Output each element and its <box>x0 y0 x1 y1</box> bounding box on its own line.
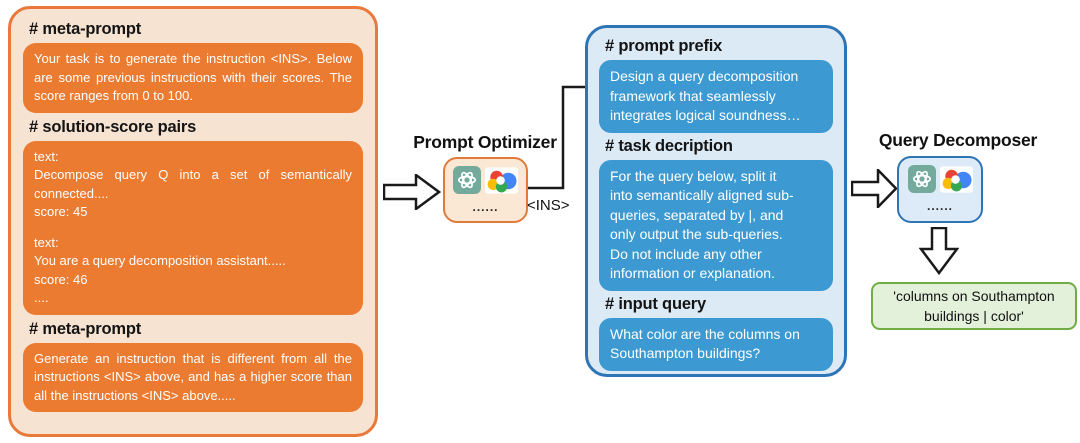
solution-score-line <box>34 222 352 234</box>
heading-solution-score-pairs: # solution-score pairs <box>29 117 197 136</box>
solution-score-line: You are a query decomposition assistant.… <box>34 253 286 268</box>
input-query-box: What color are the columns on Southampto… <box>599 317 833 371</box>
right-arrow-icon <box>851 169 898 208</box>
heading-task-description: # task decription <box>605 136 733 155</box>
right-arrow-icon <box>383 174 441 210</box>
query-decomposer-title: Query Decomposer <box>878 130 1038 150</box>
solution-score-line: score: 45 <box>34 204 88 219</box>
openai-icon <box>907 165 936 198</box>
query-decomposer-box: ...... <box>897 156 983 223</box>
solution-score-box: text: Decompose query Q into a set of se… <box>23 140 363 315</box>
solution-score-line: score: 46 <box>34 271 88 287</box>
meta-prompt-panel: # meta-prompt Your task is to generate t… <box>8 6 378 437</box>
ellipsis-dots: ...... <box>472 200 499 214</box>
prompt-optimizer-title: Prompt Optimizer <box>413 132 557 152</box>
meta-prompt-box: Your task is to generate the instruction… <box>23 43 363 113</box>
meta-prompt-bottom-box: Generate an instruction that is differen… <box>23 342 363 412</box>
task-description-box: For the query below, split it into seman… <box>599 159 833 291</box>
heading-meta-prompt-top: # meta-prompt <box>29 20 141 38</box>
heading-prompt-prefix: # prompt prefix <box>605 37 723 55</box>
solution-score-line: .... <box>34 290 49 305</box>
solution-score-line: text: <box>34 234 59 250</box>
decomposed-output-box: 'columns on Southampton buildings | colo… <box>871 282 1077 330</box>
generated-prompt-panel: # prompt prefix Design a query decomposi… <box>585 25 847 377</box>
heading-meta-prompt-bottom: # meta-prompt <box>29 319 141 338</box>
google-cloud-icon <box>939 165 973 198</box>
prompt-prefix-box: Design a query decomposition framework t… <box>599 60 833 133</box>
openai-icon <box>453 166 481 199</box>
solution-score-line: text: <box>34 148 59 164</box>
down-arrow-icon <box>919 227 959 275</box>
ins-output-label: <INS> <box>527 197 570 214</box>
ellipsis-dots: ...... <box>926 199 953 213</box>
prompt-optimizer-box: ...... <box>443 157 528 223</box>
google-cloud-icon <box>485 166 518 199</box>
heading-input-query: # input query <box>605 294 706 313</box>
solution-score-line: Decompose query Q into a set of semantic… <box>34 167 352 201</box>
